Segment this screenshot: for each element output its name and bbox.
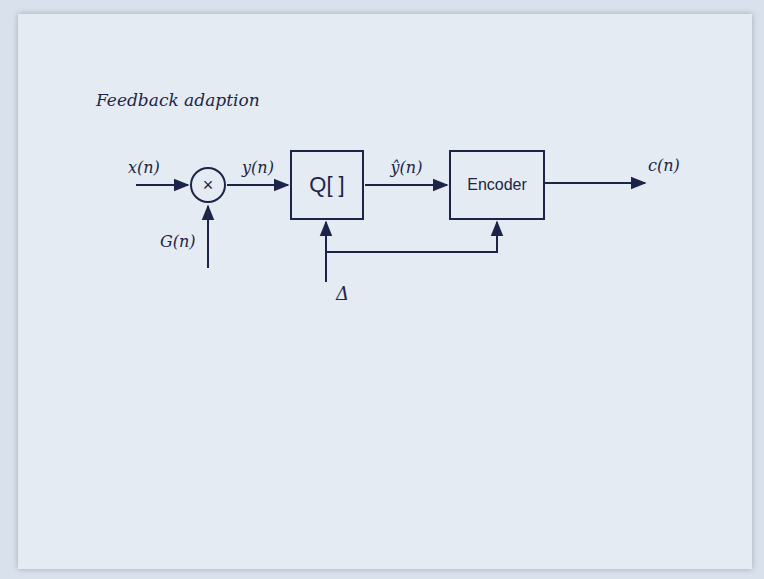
step-size-label: Δ	[336, 283, 349, 304]
signal-arrow	[227, 184, 288, 186]
node-text: Q[ ]	[309, 172, 344, 198]
node-text: Encoder	[467, 176, 527, 194]
gain-arrow	[207, 206, 209, 268]
output-arrow	[545, 182, 645, 184]
signal-label: x(n)	[128, 158, 160, 177]
step-branch	[326, 222, 497, 252]
signal-arrow	[365, 184, 447, 186]
signal-label: ŷ(n)	[389, 158, 425, 177]
diagram-title: Feedback adaption	[96, 90, 260, 110]
node-text: ×	[203, 175, 214, 196]
encoder-box: Encoder	[449, 150, 545, 220]
multiplier-circle: ×	[190, 167, 226, 203]
quantizer-box: Q[ ]	[290, 150, 364, 220]
signal-label: y(n)	[240, 158, 276, 177]
input-arrow	[136, 184, 188, 186]
signal-label: G(n)	[160, 232, 196, 251]
signal-label: c(n)	[648, 156, 680, 175]
